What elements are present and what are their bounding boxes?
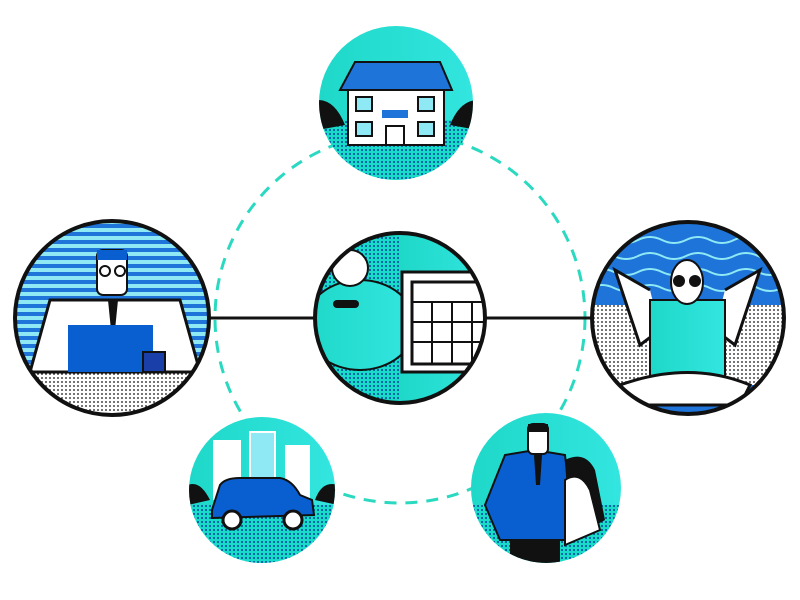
house-icon: [319, 26, 473, 180]
piggy-bank-calendar-icon: [315, 233, 485, 403]
car-city-icon: [189, 417, 335, 563]
relaxing-man-icon: [592, 222, 784, 414]
office-worker-icon: [15, 221, 209, 415]
couple-icon: [471, 413, 621, 563]
